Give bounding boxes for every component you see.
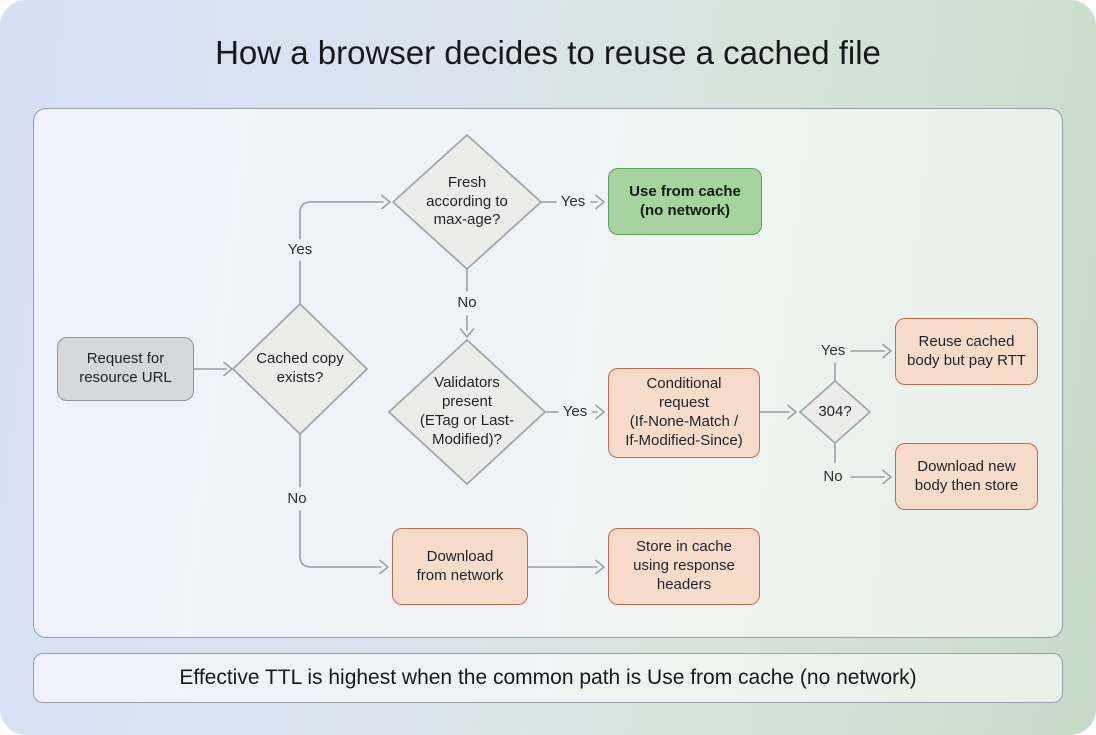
edge-label-304-no: No	[823, 467, 843, 485]
page-title: How a browser decides to reuse a cached …	[215, 34, 881, 71]
node-conditional-request: Conditional request (If-None-Match / If-…	[608, 368, 760, 458]
node-download-new-body: Download new body then store	[895, 443, 1038, 510]
edge-label-fresh-yes: Yes	[560, 192, 586, 210]
flowchart-panel	[33, 108, 1063, 638]
edge-label-cached-no: No	[287, 489, 307, 507]
decision-304-label: 304?	[818, 402, 852, 420]
node-request-for-resource-url: Request for resource URL	[57, 337, 194, 401]
decision-fresh-label: Fresh according to max-age?	[426, 173, 508, 229]
node-reuse-cached-body: Reuse cached body but pay RTT	[895, 318, 1038, 385]
edge-label-validators-yes: Yes	[562, 402, 588, 420]
node-store-in-cache: Store in cache using response headers	[608, 528, 760, 605]
footer-note-text: Effective TTL is highest when the common…	[179, 666, 917, 689]
footer-note-bar: Effective TTL is highest when the common…	[33, 653, 1063, 703]
node-use-from-cache: Use from cache (no network)	[608, 168, 762, 235]
node-download-from-network: Download from network	[392, 528, 528, 605]
decision-validators-label: Validators present (ETag or Last- Modifi…	[419, 374, 515, 448]
decision-cached-copy-label: Cached copy exists?	[256, 350, 344, 386]
edge-label-cached-yes: Yes	[287, 240, 313, 258]
edge-label-304-yes: Yes	[820, 341, 846, 359]
edge-label-fresh-no: No	[457, 293, 477, 311]
